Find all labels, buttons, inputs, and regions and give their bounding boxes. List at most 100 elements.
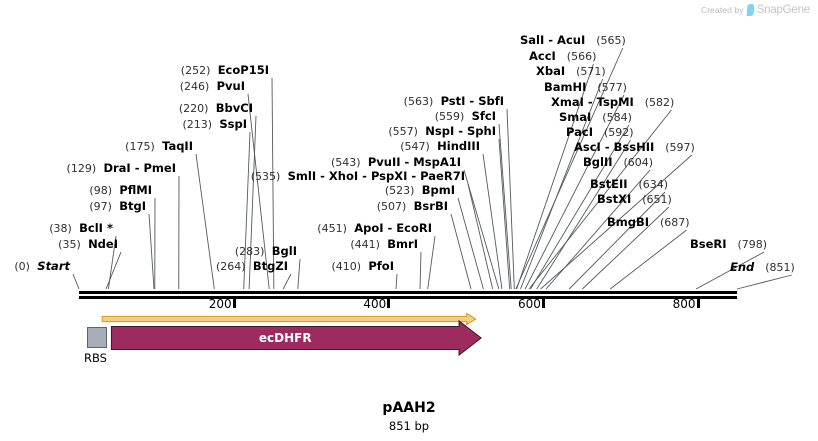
feature-rbs-box[interactable] <box>87 327 107 348</box>
site-position: (252) <box>180 64 211 77</box>
restriction-site-label-xbai[interactable]: XbaI (571) <box>536 65 606 79</box>
plasmid-size-label: 851 bp <box>388 419 430 433</box>
enzyme-name: BpmI <box>421 183 455 197</box>
feature-rbs-label: RBS <box>84 351 107 365</box>
restriction-site-label-bmgbi[interactable]: BmgBI (687) <box>607 215 690 230</box>
ruler-tick-label: 200 <box>208 297 232 311</box>
site-position: (651) <box>642 193 672 206</box>
restriction-site-label-ndei[interactable]: (35) NdeI <box>58 238 118 252</box>
leader-line <box>524 94 625 290</box>
name-separator: - <box>383 221 397 235</box>
restriction-site-label-psti[interactable]: (563) PstI - SbfI <box>403 94 504 109</box>
site-position: (798) <box>737 238 768 251</box>
enzyme-name: BsrBI <box>413 199 448 213</box>
enzyme-name: XmaI <box>551 95 584 109</box>
restriction-site-label-pvuii[interactable]: (543) PvuII - MspA1I <box>331 155 461 170</box>
restriction-site-label-hindiii[interactable]: (547) HindIII <box>400 139 480 154</box>
enzyme-name: BseRI <box>690 237 727 251</box>
leader-line <box>520 78 604 290</box>
name-separator: - <box>316 169 329 183</box>
site-position: (441) <box>350 238 380 251</box>
site-position: (584) <box>602 111 632 124</box>
restriction-site-label-sspi[interactable]: (213) SspI <box>182 118 247 132</box>
orf-arrow-shape <box>101 312 477 326</box>
site-position: (563) <box>403 95 434 108</box>
restriction-site-label-ecop15i[interactable]: (252) EcoP15I <box>180 64 269 78</box>
restriction-site-label-start[interactable]: (0) Start <box>14 260 70 274</box>
leader-line <box>105 251 122 290</box>
site-position: (535) <box>250 170 281 183</box>
restriction-site-label-bmri[interactable]: (441) BmrI <box>350 237 418 252</box>
restriction-site-label-sfci[interactable]: (559) SfcI <box>435 110 496 124</box>
enzyme-name: BssHII <box>613 140 655 154</box>
site-position: (566) <box>566 50 597 63</box>
restriction-site-label-xmai[interactable]: XmaI - TspMI (582) <box>551 95 674 110</box>
site-position: (557) <box>388 125 418 138</box>
leader-line <box>528 109 672 290</box>
enzyme-name: PflMI <box>119 183 152 197</box>
enzyme-name: PaeR7I <box>420 169 465 183</box>
restriction-site-label-bamhi[interactable]: BamHI (577) <box>544 80 627 95</box>
restriction-site-label-smli[interactable]: (535) SmlI - XhoI - PspXI - PaeR7I <box>250 169 465 184</box>
restriction-site-label-acci[interactable]: AccI (566) <box>529 49 597 64</box>
name-separator: - <box>400 155 414 169</box>
name-separator: - <box>583 95 597 109</box>
restriction-site-label-smai[interactable]: SmaI (584) <box>559 111 632 125</box>
leader-line <box>243 131 251 290</box>
enzyme-name: AccI <box>529 49 556 63</box>
site-position: (213) <box>182 118 213 131</box>
leader-line <box>736 274 792 290</box>
enzyme-name: BmgBI <box>607 215 650 229</box>
restriction-site-label-pflmi[interactable]: (98) PflMI <box>89 183 152 198</box>
enzyme-name: BamHI <box>544 80 587 94</box>
leader-line <box>498 138 511 290</box>
restriction-site-label-asci[interactable]: AscI - BssHII (597) <box>574 140 695 155</box>
site-position: (220) <box>178 102 209 115</box>
site-position: (35) <box>58 238 81 251</box>
ruler-tick-label: 400 <box>363 297 387 311</box>
feature-arrow-shape <box>110 319 482 357</box>
restriction-site-label-pfoi[interactable]: (410) PfoI <box>331 260 394 274</box>
name-separator: - <box>465 94 479 108</box>
enzyme-name: BglI <box>271 244 297 258</box>
enzyme-name: ApoI <box>354 221 384 235</box>
restriction-site-label-bbvci[interactable]: (220) BbvCI <box>178 102 253 116</box>
restriction-site-label-bstei[interactable]: BstEII (634) <box>590 178 668 192</box>
leader-line <box>498 123 512 290</box>
restriction-site-label-apoi[interactable]: (451) ApoI - EcoRI <box>317 221 432 236</box>
restriction-site-label-bstxi[interactable]: BstXI (651) <box>597 193 672 207</box>
restriction-site-label-nspi[interactable]: (557) NspI - SphI <box>388 124 496 139</box>
name-separator: - <box>407 169 421 183</box>
name-separator: - <box>454 124 468 138</box>
restriction-site-label-bglii[interactable]: BglII (604) <box>583 156 653 170</box>
leader-line <box>247 93 270 290</box>
enzyme-name: AcuI <box>557 33 586 47</box>
restriction-site-label-btgi[interactable]: (97) BtgI <box>89 200 146 214</box>
site-position: (851) <box>765 261 795 274</box>
leader-line <box>457 197 484 290</box>
site-position: (523) <box>384 184 415 197</box>
enzyme-name: BmrI <box>387 237 418 251</box>
leader-line <box>107 235 117 290</box>
restriction-site-label-bsrbi[interactable]: (507) BsrBI <box>377 199 448 214</box>
restriction-site-label-bgli[interactable]: (283) BglI <box>235 244 297 259</box>
restriction-site-label-sali[interactable]: SalI - AcuI (565) <box>520 33 626 48</box>
restriction-site-label-btgzi[interactable]: (264) BtgZI <box>216 260 288 274</box>
restriction-site-label-pvui[interactable]: (246) PvuI <box>180 80 245 94</box>
restriction-site-label-bseri[interactable]: BseRI (798) <box>690 237 768 252</box>
restriction-site-label-end[interactable]: End (851) <box>730 261 795 275</box>
enzyme-name: HindIII <box>437 139 480 153</box>
enzyme-name: SphI <box>467 124 496 138</box>
enzyme-name: PvuII <box>367 155 401 169</box>
enzyme-name: DraI <box>103 161 131 175</box>
ruler-tick <box>232 299 236 308</box>
restriction-site-label-bpmi[interactable]: (523) BpmI <box>384 183 455 198</box>
site-position: (175) <box>125 140 155 153</box>
enzyme-name: XhoI <box>328 169 359 183</box>
restriction-site-label-drai[interactable]: (129) DraI - PmeI <box>67 161 176 176</box>
restriction-site-label-bcli[interactable]: (38) BclI * <box>49 222 113 236</box>
restriction-site-label-paci[interactable]: PacI (592) <box>566 126 634 140</box>
restriction-site-label-taqii[interactable]: (175) TaqII <box>125 140 193 154</box>
